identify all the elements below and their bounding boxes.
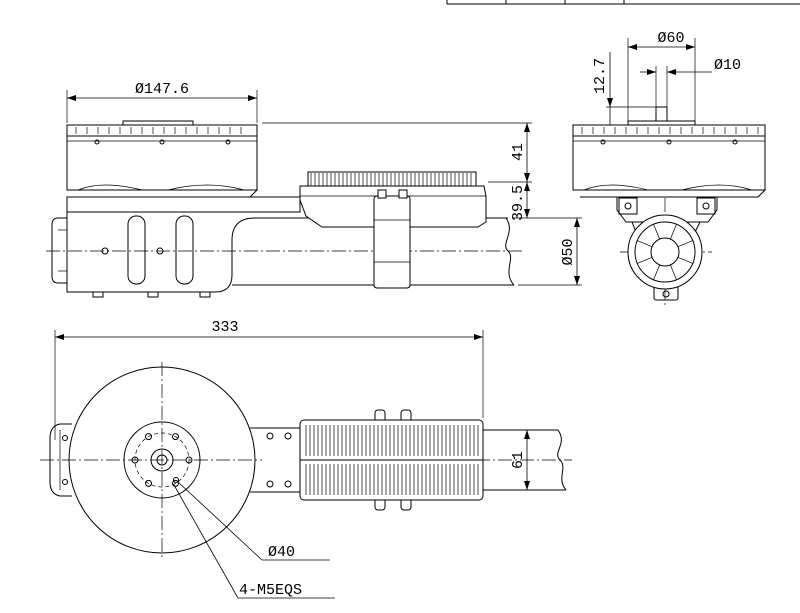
bolt-hole (172, 433, 179, 441)
break-line (505, 217, 515, 286)
bottom-tab (92, 291, 104, 298)
motor-top-disc (122, 120, 194, 126)
dim-text-top-diameter: Ø60 (657, 30, 684, 47)
top-disc-circle (123, 421, 201, 499)
tube-end-core (650, 237, 680, 267)
dim-shaft-height: 12.7 (592, 52, 656, 125)
cap-ticks (581, 127, 759, 134)
motor-screw (94, 139, 100, 145)
end-cap-screw (62, 479, 68, 485)
bracket-tab (696, 197, 716, 215)
block-screw (266, 480, 274, 488)
dim-text-shaft-height: 12.7 (592, 58, 609, 94)
top-view: 333 61 Ø40 4-M5EQS (40, 319, 572, 599)
leader-hole-callout: 4-M5EQS (173, 484, 335, 599)
arm-hole (101, 247, 109, 255)
tube-rib (653, 264, 660, 280)
arm-end-cap (51, 217, 67, 284)
bolt-hole (145, 433, 152, 441)
hub-inner (156, 454, 168, 466)
tube-end-outer (627, 214, 703, 290)
fan-blade (167, 184, 245, 191)
dim-text-heatsink-width: 61 (510, 451, 527, 469)
mount-bracket (616, 196, 718, 223)
callout-hole-spec: 4-M5EQS (239, 582, 302, 599)
hub-outer (150, 448, 174, 472)
dim-motor-diameter: Ø147.6 (66, 81, 258, 123)
motor-base-flare (67, 189, 259, 198)
callout-circle-diameter: Ø40 (268, 544, 295, 561)
bolt-hole (172, 479, 179, 487)
motor-top-disc (627, 120, 696, 126)
fan-blade (77, 184, 143, 191)
motor-base-flare (573, 189, 767, 198)
tube-rib (637, 240, 653, 247)
bolt-circle (134, 432, 190, 488)
dim-text-shaft-diameter: Ø10 (714, 57, 741, 74)
arm-hole (156, 247, 164, 255)
block-screw (266, 432, 274, 440)
leader-circle-diameter: Ø40 (173, 477, 330, 561)
motor-shaft (655, 106, 668, 122)
dim-text-tube-diameter: Ø50 (560, 238, 577, 265)
bracket-screw (702, 202, 710, 210)
clamp-bump (398, 189, 408, 199)
dim-text-motor-height: 41 (510, 143, 527, 161)
motor-screw (666, 139, 672, 145)
clamp-bump (377, 189, 387, 199)
bracket-screw (624, 202, 632, 210)
dim-shaft-diameter: Ø10 (640, 57, 741, 107)
motor-screw (225, 139, 231, 145)
dim-text-motor-diameter: Ø147.6 (135, 81, 189, 98)
arm-block (66, 212, 256, 293)
tube-rib (677, 240, 693, 247)
bolt-hole (131, 456, 139, 464)
tube-rib (653, 224, 660, 240)
dim-heights: 41 39.5 Ø50 (262, 122, 582, 286)
tube-rib (677, 257, 693, 264)
motor-top-cap (66, 124, 258, 137)
cap-ticks (75, 127, 242, 134)
bottom-tab (147, 291, 159, 298)
tube-rib (670, 264, 677, 280)
block-screw (284, 432, 292, 440)
mount-plate (66, 196, 301, 213)
tube-ribs (637, 224, 693, 280)
motor-screw (732, 139, 738, 145)
end-cap-screw (62, 435, 68, 441)
arm-slot (175, 215, 194, 285)
tube-rib (637, 257, 653, 264)
tab-hole (662, 290, 670, 298)
bracket-leg (694, 221, 701, 233)
arm-block (250, 427, 301, 493)
fan-blade (681, 184, 753, 191)
heatsink-fins (310, 173, 472, 186)
front-view: Ø147.6 41 39.5 Ø50 (46, 81, 582, 298)
title-block-fragment (446, 0, 800, 5)
bolt-holes (131, 433, 193, 487)
dim-heatsink-width: 61 (487, 429, 535, 491)
motor-screw (600, 139, 606, 145)
motor-screw (159, 139, 165, 145)
bolt-hole (145, 479, 152, 487)
bolt-hole (185, 456, 193, 464)
tube-clamp (373, 195, 411, 289)
arm-slot (127, 215, 146, 285)
dim-text-overall-length: 333 (211, 319, 238, 336)
tube-end-inner (634, 221, 696, 283)
dim-text-mount-height: 39.5 (510, 185, 527, 221)
dim-overall-length: 333 (54, 319, 484, 440)
fan-blade (583, 184, 649, 191)
bracket-tab (618, 197, 638, 215)
side-view: Ø60 Ø10 12.7 (572, 30, 767, 306)
tube-rib (670, 224, 677, 240)
bottom-tab (199, 291, 211, 298)
heatsink-fins (305, 425, 479, 495)
block-screw (284, 480, 292, 488)
